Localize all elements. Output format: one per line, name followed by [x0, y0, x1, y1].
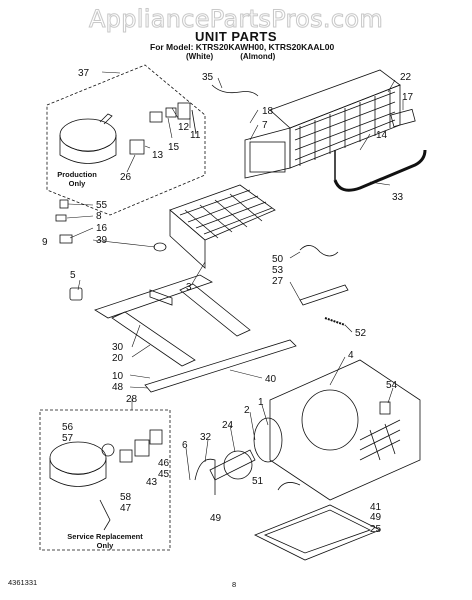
callout-54: 54 [386, 380, 398, 391]
service-caption-line1: Service Replacement [67, 532, 143, 541]
callout-40: 40 [265, 374, 277, 385]
service-caption: Service Replacement Only [40, 532, 170, 550]
service-caption-line2: Only [96, 541, 114, 550]
callout-2: 2 [244, 405, 250, 416]
production-only-box [46, 64, 206, 216]
callout-35: 35 [202, 72, 214, 83]
callout-11: 11 [190, 130, 201, 141]
callout-28: 28 [126, 394, 138, 405]
callout-4: 4 [348, 350, 354, 361]
watermark: AppliancePartsPros.com [88, 5, 384, 34]
callout-26: 26 [120, 172, 132, 183]
callout-56: 56 [62, 422, 74, 433]
drain-tube [333, 149, 427, 192]
callout-33: 33 [392, 192, 404, 203]
callout-14: 14 [376, 130, 388, 141]
callout-9: 9 [42, 237, 48, 248]
evaporator-coil [169, 184, 276, 269]
callout-51: 51 [252, 476, 264, 487]
callout-8: 8 [96, 211, 102, 222]
part-17-block [390, 108, 416, 128]
page-title: UNIT PARTS [194, 29, 278, 44]
grommet [153, 242, 167, 252]
callout-17: 17 [402, 92, 414, 103]
callout-20: 20 [112, 353, 124, 364]
variant-almond: (Almond) [240, 52, 276, 61]
callout-3: 3 [186, 282, 192, 293]
callout-6: 6 [182, 440, 188, 451]
callout-49-right: 49 [370, 512, 382, 523]
callout-52: 52 [355, 328, 367, 339]
callout-37: 37 [78, 68, 90, 79]
service-only-box [39, 409, 171, 551]
callout-7: 7 [262, 120, 268, 131]
callout-32: 32 [200, 432, 212, 443]
condenser-coil [244, 69, 401, 179]
callout-47: 47 [120, 503, 132, 514]
variant-labels: (White) (Almond) [186, 52, 292, 61]
production-caption: Production Only [52, 170, 102, 188]
frame-rails [94, 274, 297, 393]
callout-50: 50 [272, 254, 284, 265]
callout-58: 58 [120, 492, 132, 503]
callout-43: 43 [146, 477, 158, 488]
heat-exchanger-tube [299, 284, 349, 306]
callout-49-left: 49 [210, 513, 222, 524]
compressor-service [49, 441, 107, 487]
drain-pan [254, 504, 381, 561]
callout-5: 5 [70, 270, 76, 281]
callout-55: 55 [96, 200, 108, 211]
callout-41: 41 [370, 502, 382, 513]
production-caption-line2: Only [68, 179, 86, 188]
doc-number: 4361331 [8, 578, 38, 587]
callout-numbers: 37 35 22 17 18 7 14 11 12 15 13 26 33 55… [42, 68, 414, 535]
callout-27: 27 [272, 276, 284, 287]
model-line: For Model: KTRS20KAWH00, KTRS20KAAL00 [150, 42, 335, 52]
callout-16: 16 [96, 223, 108, 234]
callout-53: 53 [272, 265, 284, 276]
callout-46: 46 [158, 458, 170, 469]
condenser-fan-motor [209, 417, 283, 481]
production-caption-line1: Production [57, 170, 97, 179]
wiring-harness [211, 84, 259, 97]
page-number: 8 [232, 580, 237, 589]
callout-15: 15 [168, 142, 180, 153]
callout-13: 13 [152, 150, 164, 161]
callout-1: 1 [258, 397, 264, 408]
variant-white: (White) [186, 52, 214, 61]
callout-48: 48 [112, 382, 124, 393]
callout-18: 18 [262, 106, 274, 117]
callout-45: 45 [158, 469, 170, 480]
compressor-production [59, 113, 117, 164]
callout-57: 57 [62, 433, 74, 444]
callout-39: 39 [96, 235, 108, 246]
callout-30: 30 [112, 342, 124, 353]
callout-12: 12 [178, 122, 190, 133]
relay-parts [129, 102, 197, 155]
callout-25: 25 [370, 524, 382, 535]
callout-10: 10 [112, 371, 124, 382]
callout-22: 22 [400, 72, 412, 83]
callout-24: 24 [222, 420, 234, 431]
base-plate [269, 359, 421, 501]
